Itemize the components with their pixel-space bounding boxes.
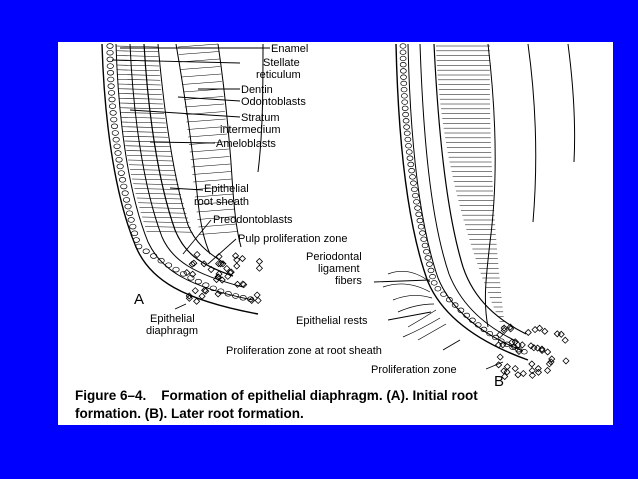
tooth-a-enamel-stripes [115, 45, 193, 233]
figure-panel: Enamel Stellate reticulum Dentin Odontob… [58, 42, 613, 425]
label-root-sheath-1: Epithelial [204, 183, 249, 195]
periodontal-ligament-fibers [382, 271, 447, 341]
label-stratum-2: intermedium [220, 124, 281, 136]
pulp-proliferation-cells [183, 250, 570, 381]
label-proliferation-root-sheath: Proliferation zone at root sheath [226, 345, 382, 357]
tooth-a-dentin [175, 43, 264, 255]
tooth-b-outer-layers [395, 43, 529, 361]
caption-text-2: formation. (B). Later root formation. [75, 406, 304, 421]
label-stratum-1: Stratum [241, 112, 280, 124]
label-periodontal-3: fibers [335, 275, 362, 287]
figure-caption-line-2: formation. (B). Later root formation. [75, 406, 304, 421]
leader-lines [111, 47, 504, 370]
label-stellate-1: Stellate [263, 57, 300, 69]
label-stellate-2: reticulum [256, 69, 301, 81]
tooth-b-root-sheath-cells [399, 43, 528, 355]
label-odontoblasts: Odontoblasts [241, 96, 306, 108]
label-dentin: Dentin [241, 84, 273, 96]
caption-text-1: Formation of epithelial diaphragm. (A). … [161, 388, 478, 403]
label-periodontal-2: ligament [318, 263, 360, 275]
label-ameloblasts: Ameloblasts [216, 138, 276, 150]
label-panel-a: A [134, 291, 144, 308]
label-epithelial-rests: Epithelial rests [296, 315, 368, 327]
label-pulp-proliferation-zone: Pulp proliferation zone [238, 233, 347, 245]
tooth-b-dentin-edges [484, 43, 576, 328]
figure-number: Figure 6–4. [75, 388, 147, 403]
label-panel-b: B [494, 373, 504, 390]
figure-caption-line-1: Figure 6–4. Formation of epithelial diap… [75, 388, 478, 403]
diagram-labels: Enamel Stellate reticulum Dentin Odontob… [134, 43, 504, 390]
tooth-a-dentin-hatch [177, 43, 238, 235]
label-proliferation-zone: Proliferation zone [371, 364, 457, 376]
label-periodontal-1: Periodontal [306, 251, 362, 263]
label-diaphragm-1: Epithelial [150, 313, 195, 325]
label-preodontoblasts: Preodontoblasts [213, 214, 293, 226]
tooth-a-root-sheath-cells [106, 43, 255, 302]
tooth-root-diagram: Enamel Stellate reticulum Dentin Odontob… [101, 43, 576, 390]
label-diaphragm-2: diaphragm [146, 325, 198, 337]
label-root-sheath-2: root sheath [194, 196, 249, 208]
label-enamel: Enamel [271, 43, 308, 55]
tooth-b-dentin-stripes [436, 45, 506, 332]
